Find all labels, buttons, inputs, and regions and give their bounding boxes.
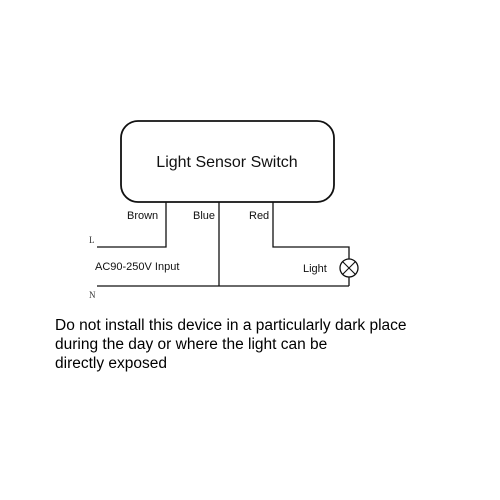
note-line-1: Do not install this device in a particul…	[55, 317, 407, 334]
input-voltage-label: AC90-250V Input	[95, 261, 179, 273]
lamp-icon	[339, 258, 359, 278]
note-line-3: directly exposed	[55, 355, 168, 372]
brown-wire-label: Brown	[127, 210, 158, 222]
note-line-2: during the day or where the light can be	[55, 336, 328, 353]
neutral-line-label: N	[89, 290, 96, 300]
red-wire	[272, 202, 350, 259]
device-title: Light Sensor Switch	[156, 154, 297, 171]
sensor-switch-box	[120, 120, 335, 203]
installation-note: Do not install this device in a particul…	[55, 316, 485, 373]
live-line-label: L	[89, 235, 95, 245]
lamp-label: Light	[303, 263, 327, 275]
red-wire-label: Red	[249, 210, 269, 222]
blue-wire-label: Blue	[193, 210, 215, 222]
brown-wire	[97, 202, 167, 248]
